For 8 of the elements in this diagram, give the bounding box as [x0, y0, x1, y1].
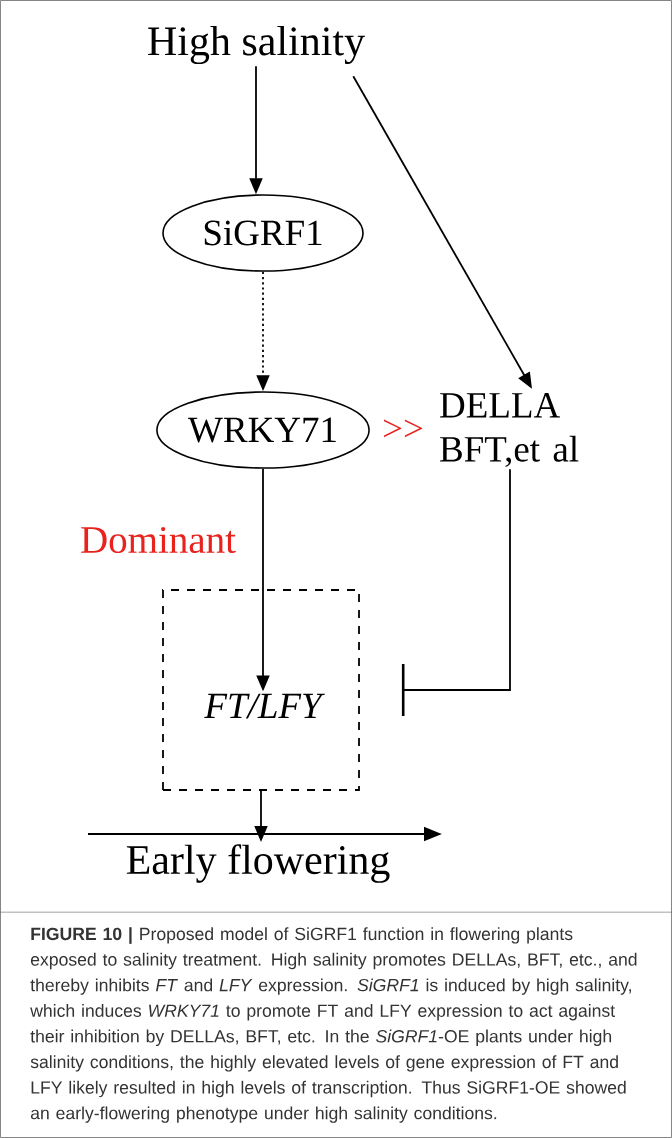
node-text: DELLA BFT,et al: [440, 392, 579, 468]
gene-text: FT/LFY: [204, 693, 325, 719]
node-text: Early flowering: [126, 844, 390, 883]
arrow: [401, 468, 511, 716]
node-text: High salinity: [148, 25, 365, 65]
edge-label: Dominant: [81, 526, 236, 554]
caption: FIGURE 10 | Proposed model of SiGRF1 function in flowering plants exposed to salinity treatment. High salinity promotes DELLAs, BFT, etc., and thereby inhibits FT and LFY expression. SiGRF1 is induced by high salinity, which induces WRKY71 to promote FT and LFY expression to act against their inhibition by DELLAs, BFT, etc. In the SiGRF1-OE plants under high salinity conditions, the highly elevated levels of gene expression of FT and LFY likely resulted in high levels of transcription. Thus SiGRF1-OE showed an early-flowering phenotype under high salinity conditions.: [30, 927, 637, 1123]
dashed-box: [162, 589, 360, 791]
